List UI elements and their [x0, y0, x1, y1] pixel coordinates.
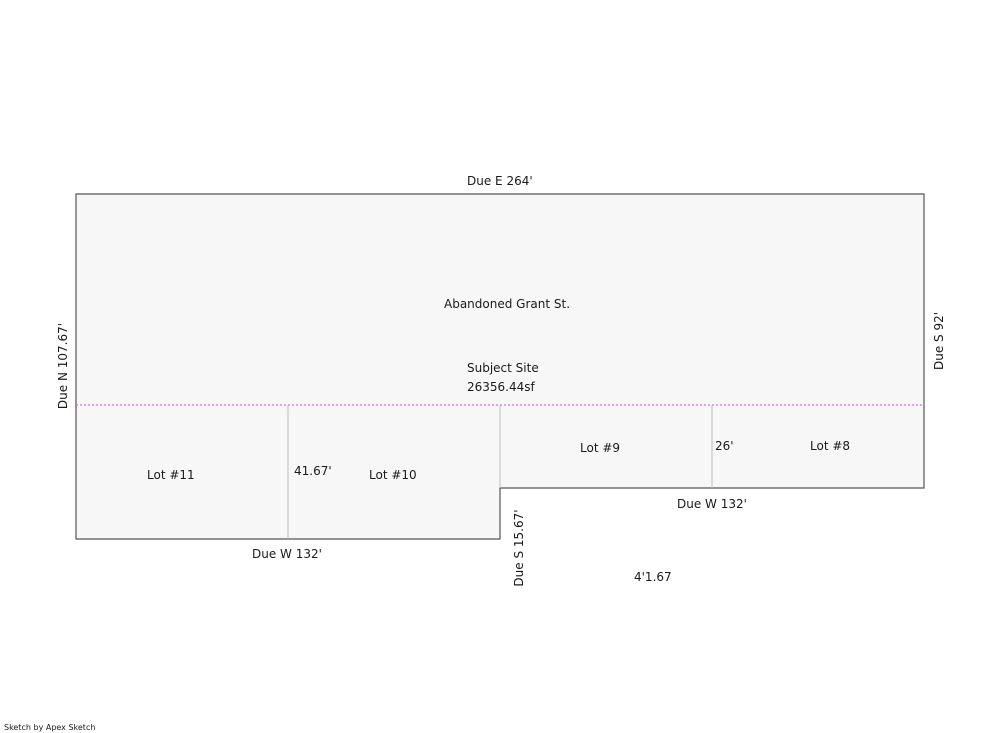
- bottom-left-dimension-label: Due W 132': [252, 547, 322, 561]
- right-dimension-label: Due S 92': [932, 311, 946, 371]
- lot-9-label: Lot #9: [580, 441, 621, 455]
- street-label: Abandoned Grant St.: [444, 297, 571, 311]
- footer-credit: Sketch by Apex Sketch: [4, 723, 96, 732]
- bottom-right-dimension-label: Due W 132': [677, 497, 747, 511]
- lot-10-label: Lot #10: [369, 468, 417, 482]
- lot-depth-label: 41.67': [294, 464, 332, 478]
- lot-11-label: Lot #11: [147, 468, 195, 482]
- misc-note-label: 4'1.67: [634, 570, 672, 584]
- lot-depth-short-label: 26': [715, 439, 734, 453]
- step-drop-dimension-label: Due S 15.67': [512, 509, 526, 587]
- subject-area-label: 26356.44sf: [467, 380, 535, 394]
- subject-site-label: Subject Site: [467, 361, 539, 375]
- lot-8-label: Lot #8: [810, 439, 851, 453]
- top-dimension-label: Due E 264': [467, 174, 533, 188]
- left-dimension-label: Due N 107.67': [56, 322, 70, 410]
